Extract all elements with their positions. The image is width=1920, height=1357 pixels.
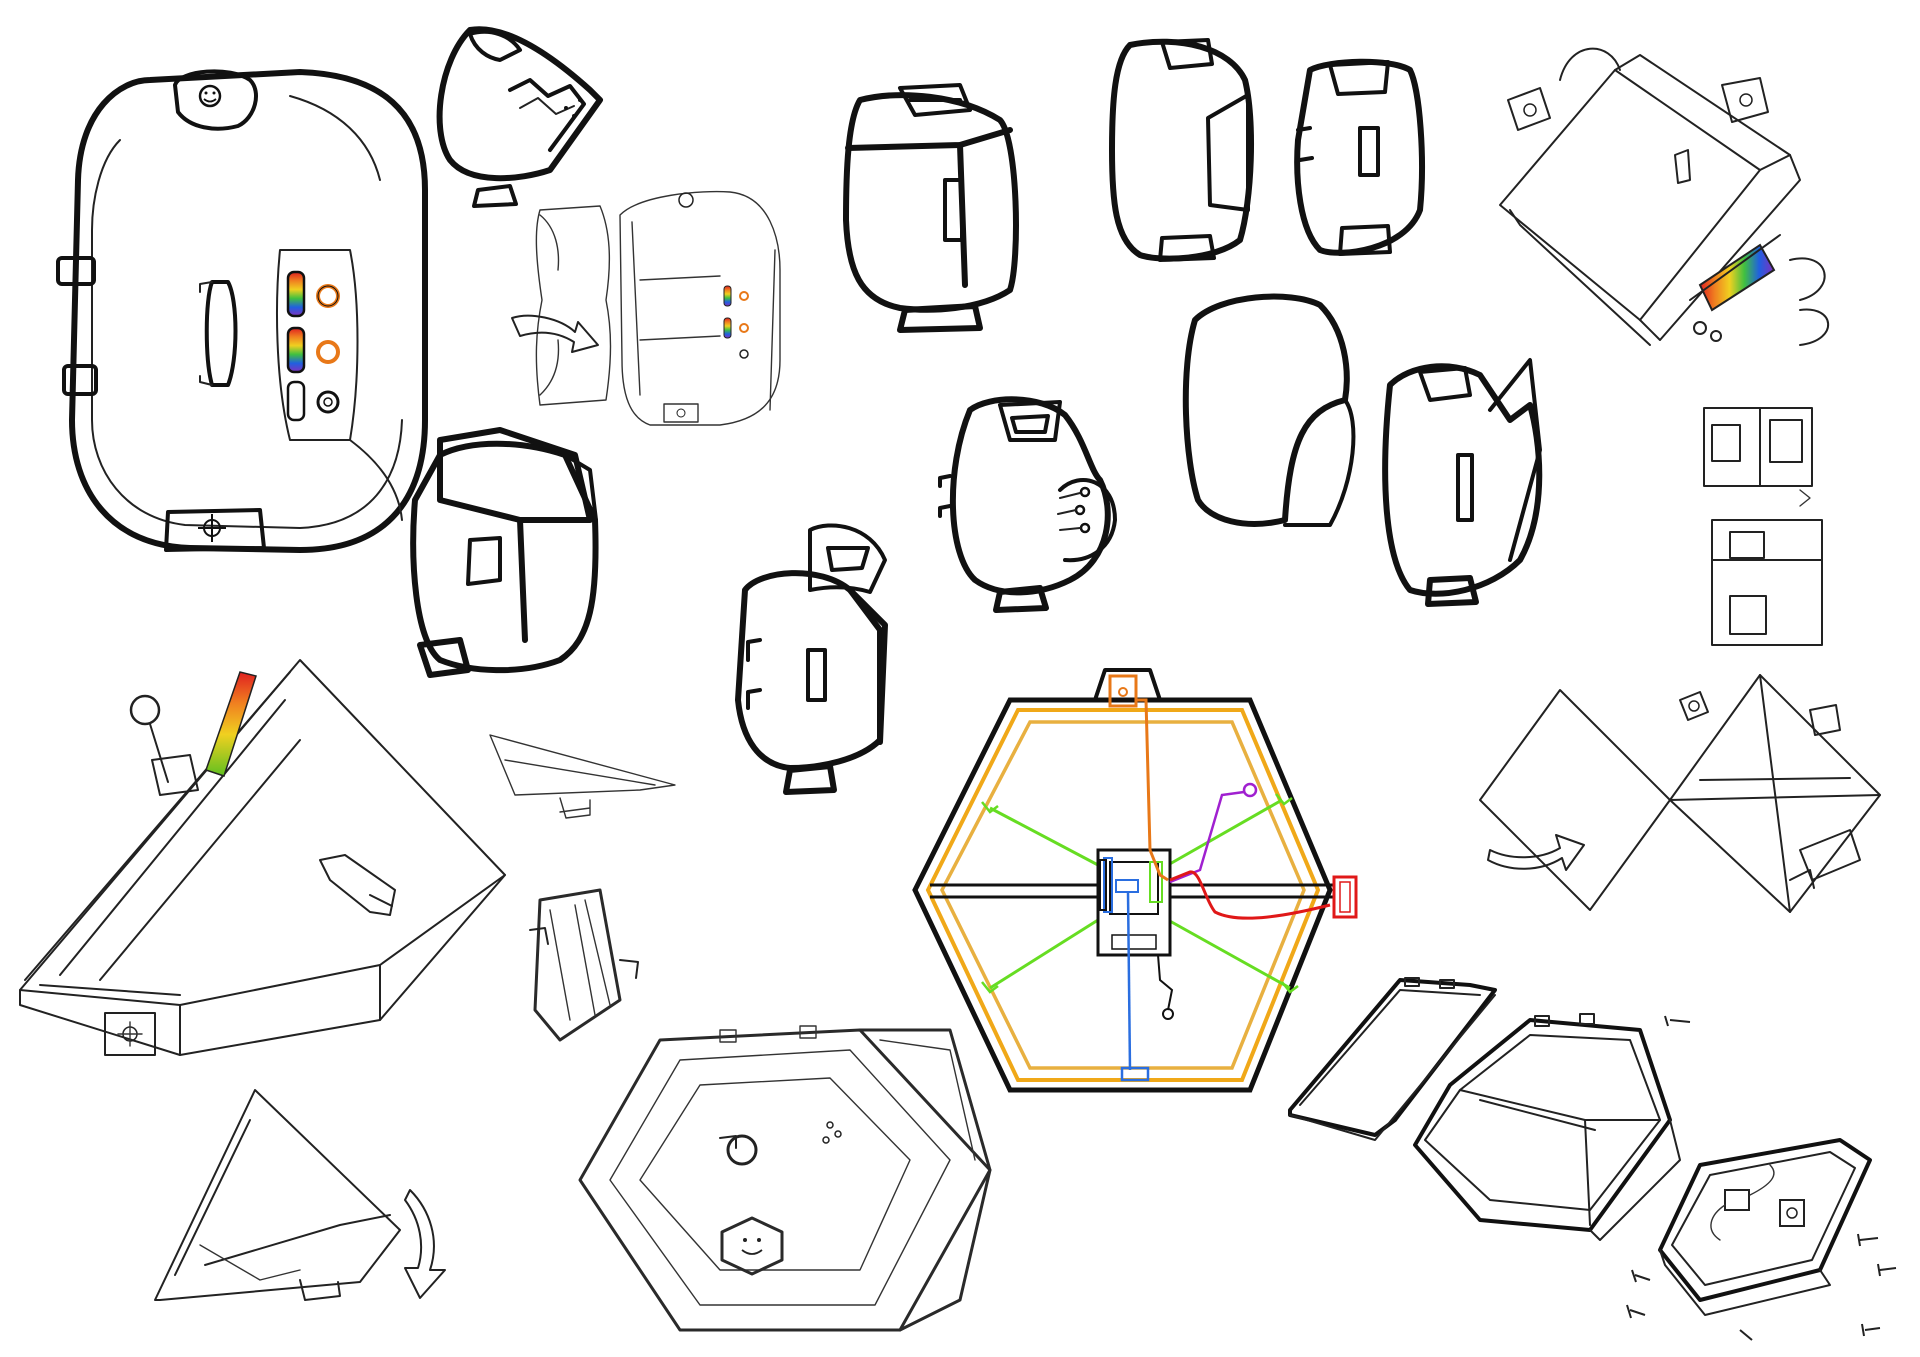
foot-icon [1425,575,1479,607]
wire-red [1169,870,1358,920]
rainbow-meter-icon [1689,234,1781,342]
foot-icon [783,763,837,795]
triangle-prism-device [19,659,506,1056]
shell-pair [1182,293,1543,607]
handle-icon [806,648,827,702]
wire-orange [1108,674,1169,882]
hexagon-wiring-diagram [912,668,1358,1093]
screw-icon [1626,1015,1897,1341]
rainbow-meter-icon [723,285,749,359]
knob-icon [719,1121,842,1166]
rotate-arrow-icon [1487,834,1585,871]
rotate-arrow-icon [511,314,599,353]
smiley-icon [173,69,258,131]
hexagon-pencil-render [578,1025,992,1332]
small-oval-front-view [436,26,603,208]
capsule-with-knobs [938,396,1117,613]
strap-icon [1559,47,1830,346]
wire-green [989,798,1291,990]
foot-icon [1338,224,1392,256]
knob-icon [316,284,340,414]
switch-icon [1096,848,1172,957]
switch-icon [1779,1199,1805,1227]
wedge-sketches [154,734,676,1301]
handle-icon [1358,126,1380,177]
handle-icon [1456,453,1474,522]
rotate-arrow-icon [404,1189,446,1299]
split-capsule-pair [1109,38,1425,262]
zigzag-panel-icon [508,78,586,152]
smiley-icon [720,1216,784,1276]
main-oval-device [56,69,428,553]
battery-icon [1710,1164,1775,1241]
knob-icon [1057,486,1091,534]
foot-icon [993,585,1049,613]
cube-net-sketches [1703,407,1823,646]
rainbow-meter-icon [286,270,306,422]
hexagon-exploded-view [1288,977,1897,1341]
foot-icon [417,637,471,678]
rounded-box-variant-b [410,427,599,678]
handle-icon [199,280,238,387]
oval-device-open-view [511,190,781,426]
smiley-icon [1679,691,1841,736]
led-icon [1169,782,1258,884]
crosshair-icon [164,508,266,552]
smiley-icon [1507,77,1769,131]
crosshair-icon [663,403,699,423]
hinge-icon [1799,489,1811,507]
joystick-icon [129,694,199,796]
handle-icon [466,536,502,586]
hinge-icon [1099,859,1107,911]
crosshair-icon [104,1012,156,1056]
rainbow-meter-icon [205,671,257,777]
rounded-box-variant-a [843,83,1019,333]
rounded-box-variant-c [735,523,888,795]
handle-icon [319,854,396,916]
foot-icon [897,303,983,333]
handle-icon [943,178,964,242]
cube-device-isometric [1499,47,1830,346]
foot-icon [472,184,518,208]
smiley-icon [678,192,694,208]
battery-icon [1157,954,1174,1020]
wire-blue [1120,891,1150,1082]
diamond-open-view [1479,674,1881,913]
